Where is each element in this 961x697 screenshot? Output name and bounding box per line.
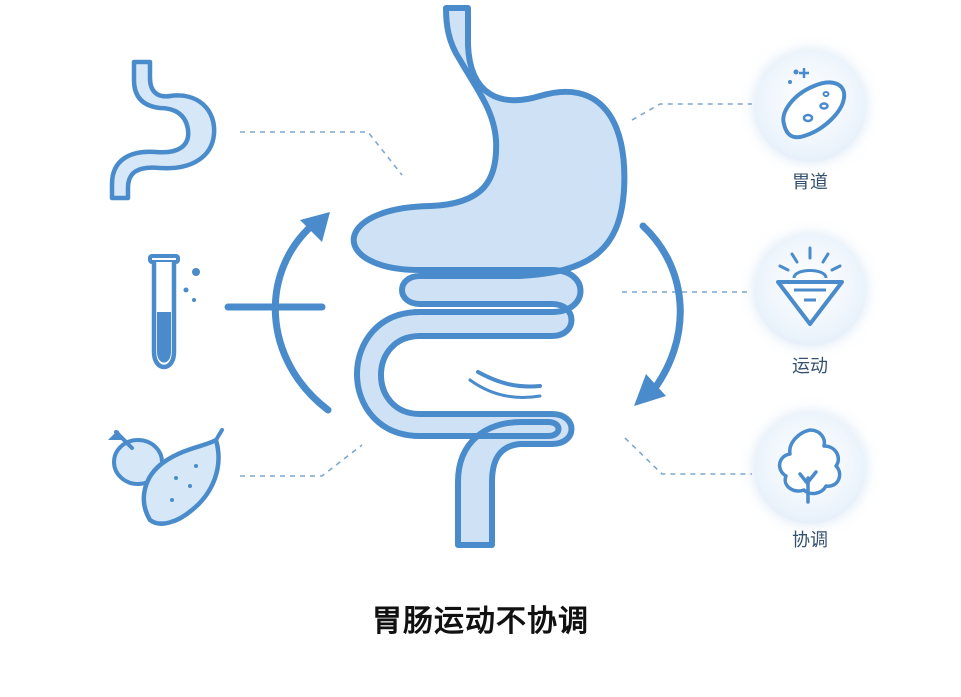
diagram-title: 胃肠运动不协调 (372, 604, 589, 639)
badge-label-coordination: 协调 (792, 530, 828, 551)
connector-lines (240, 103, 752, 477)
sweet-potato-icon (108, 428, 224, 526)
badge-label-stomach: 胃道 (792, 172, 828, 193)
badge-funnel-sun (754, 234, 866, 346)
connector-top-right (631, 103, 752, 121)
clockwise-arrow-icon (634, 222, 684, 406)
counterclockwise-arrow-icon (224, 212, 332, 414)
connector-bottom-left (240, 444, 363, 477)
digestive-tract-icon (350, 5, 628, 548)
funnel-sun-icon (776, 246, 844, 326)
badge-label-motion: 运动 (792, 356, 828, 377)
test-tube-icon (148, 254, 200, 370)
connector-top-left (240, 131, 403, 176)
connector-bottom-right (624, 437, 752, 475)
bacteria-icon (781, 68, 847, 140)
stomach-icon (109, 59, 217, 201)
badge-tree (754, 412, 866, 524)
badge-bacteria (754, 50, 866, 162)
tree-icon (777, 428, 842, 504)
